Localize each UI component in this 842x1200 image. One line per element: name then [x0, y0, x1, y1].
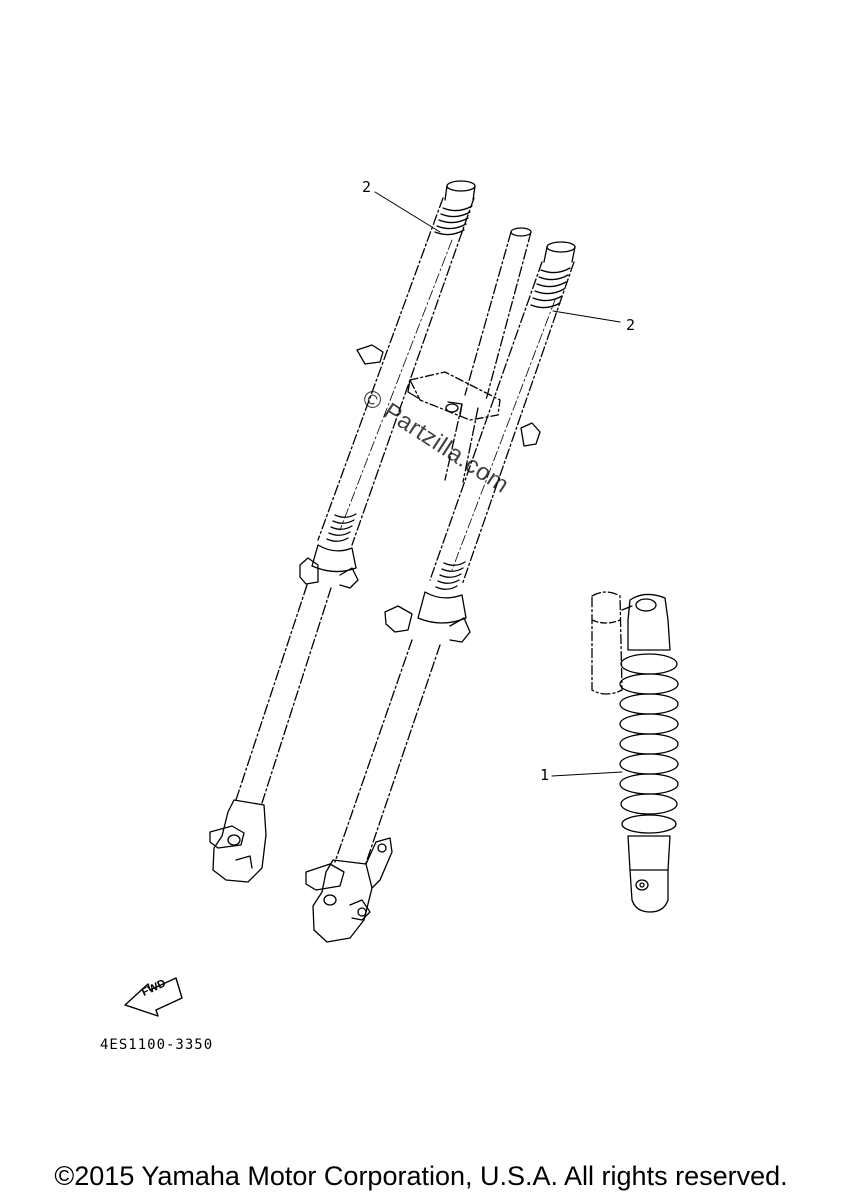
- callout-shock-absorber: 1: [540, 766, 550, 784]
- fork-spring-left-lower: [326, 513, 357, 542]
- part-number: 4ES1100-3350: [100, 1037, 214, 1053]
- leader-line-2-right: [552, 310, 621, 323]
- fwd-arrow-icon: [124, 977, 183, 1017]
- suspension-exploded-diagram: [124, 180, 679, 1017]
- copyright-notice: ©2015 Yamaha Motor Corporation, U.S.A. A…: [54, 1161, 788, 1191]
- front-fork-right: [305, 241, 576, 943]
- callout-fork-spring-right: 2: [626, 316, 636, 334]
- rear-shock-absorber: [591, 591, 679, 913]
- front-fork-left: [209, 180, 476, 883]
- fork-spring-right-upper: [530, 267, 571, 309]
- leader-line-1: [551, 771, 623, 777]
- fork-spring-right-lower: [435, 561, 466, 590]
- leader-line-2-left: [374, 191, 441, 233]
- callout-fork-spring-left: 2: [362, 178, 372, 196]
- shock-spring: [619, 653, 679, 834]
- fork-spring-left-upper: [434, 205, 473, 236]
- steering-stem: [407, 227, 532, 483]
